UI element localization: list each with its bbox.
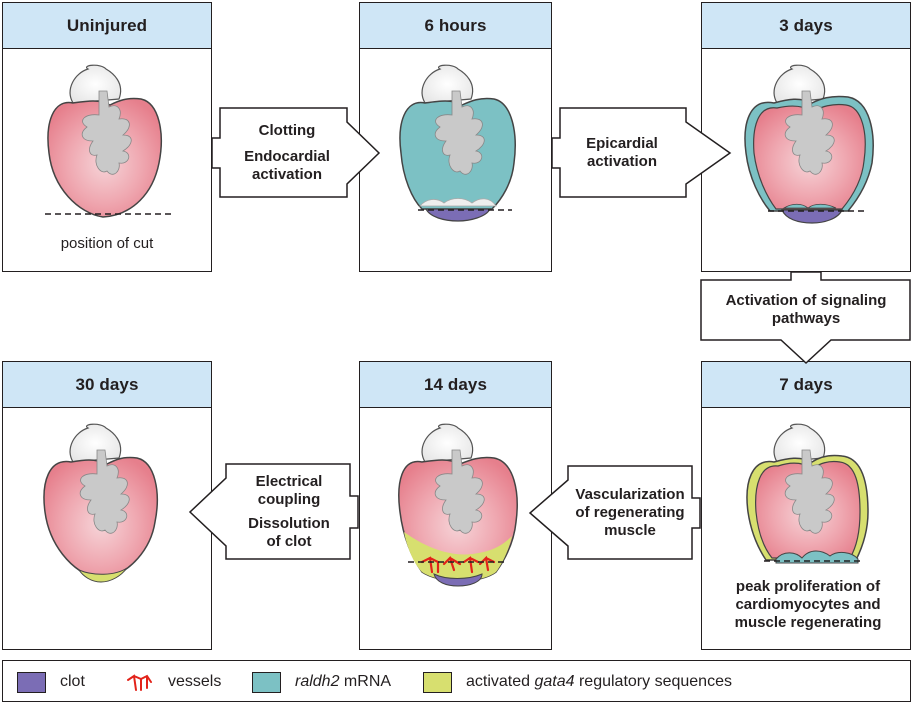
panel-title: 6 hours: [360, 3, 551, 49]
arrow-signaling: Activation of signaling pathways: [700, 271, 911, 365]
legend-gene: gata4: [534, 673, 575, 690]
left-arrow-icon: [528, 465, 701, 560]
legend-label: activated: [466, 673, 535, 690]
heart-30-days: [43, 423, 158, 583]
arrow-label-line: coupling: [257, 491, 321, 508]
panel-title: 7 days: [702, 362, 910, 408]
panel-title: Uninjured: [3, 3, 211, 49]
heart-7-days: [746, 423, 869, 564]
arrow-label-line: pathways: [771, 310, 841, 327]
legend-label: clot: [60, 673, 85, 690]
arrow-label-line: activation: [586, 153, 658, 170]
right-arrow-icon: [551, 107, 732, 198]
legend-gene: raldh2: [295, 673, 340, 690]
arrow-label-line: Endocardial: [244, 148, 330, 165]
legend-item-gata4: activated gata4 regulatory sequences: [423, 661, 732, 703]
heart-3-days: [744, 64, 874, 224]
left-arrow-icon: [188, 463, 359, 560]
arrow-electrical-coupling: Electrical coupling Dissolution of clot: [188, 463, 359, 560]
panel-14-days: 14 days: [359, 361, 552, 650]
arrow-label-line: activation: [251, 166, 323, 183]
arrow-label-line: Vascularization: [575, 486, 685, 503]
legend-item-clot: clot: [17, 661, 85, 703]
panel-30-days: 30 days: [2, 361, 212, 650]
panel-title: 30 days: [3, 362, 211, 408]
right-arrow-icon: [211, 107, 381, 198]
arrow-label-line: Electrical: [255, 473, 323, 490]
arrow-label-line: Activation of signaling: [725, 292, 887, 309]
legend-item-vessels: vessels: [125, 661, 221, 703]
caption-peak-proliferation: peak proliferation of cardiomyocytes and…: [734, 578, 882, 631]
legend-label: mRNA: [339, 673, 392, 690]
heart-6-hours: [399, 64, 516, 222]
legend: clot vessels raldh2 mRNA activated gata4…: [2, 660, 911, 702]
arrow-epicardial: Epicardial activation: [551, 107, 732, 198]
panel-title: 14 days: [360, 362, 551, 408]
arrow-label-line: of clot: [266, 533, 312, 550]
panel-title: 3 days: [702, 3, 910, 49]
panel-uninjured: Uninjured position of cut: [2, 2, 212, 272]
caption-position-of-cut: position of cut: [60, 235, 154, 252]
arrow-clotting: Clotting Endocardial activation: [211, 107, 381, 198]
arrow-vascularization: Vascularization of regenerating muscle: [528, 465, 701, 560]
legend-item-raldh2: raldh2 mRNA: [252, 661, 391, 703]
arrow-label-line: Epicardial: [586, 135, 658, 152]
arrow-label-line: Clotting: [258, 122, 316, 139]
legend-label: regulatory sequences: [574, 673, 732, 690]
arrow-label-line: Dissolution: [248, 515, 330, 532]
clot-swatch: [17, 671, 46, 693]
heart-uninjured: [45, 64, 173, 218]
arrow-label-line: of regenerating: [575, 504, 685, 521]
panel-7-days: 7 days peak proliferation of cardiomyocy…: [701, 361, 911, 650]
raldh2-swatch: [252, 671, 281, 693]
panel-6-hours: 6 hours: [359, 2, 552, 272]
gata4-swatch: [423, 671, 452, 693]
panel-3-days: 3 days: [701, 2, 911, 272]
arrow-label-line: muscle: [604, 522, 656, 539]
heart-14-days: [398, 423, 518, 587]
vessels-icon: [125, 672, 154, 693]
down-arrow-icon: [700, 271, 911, 365]
legend-label: vessels: [168, 673, 222, 690]
